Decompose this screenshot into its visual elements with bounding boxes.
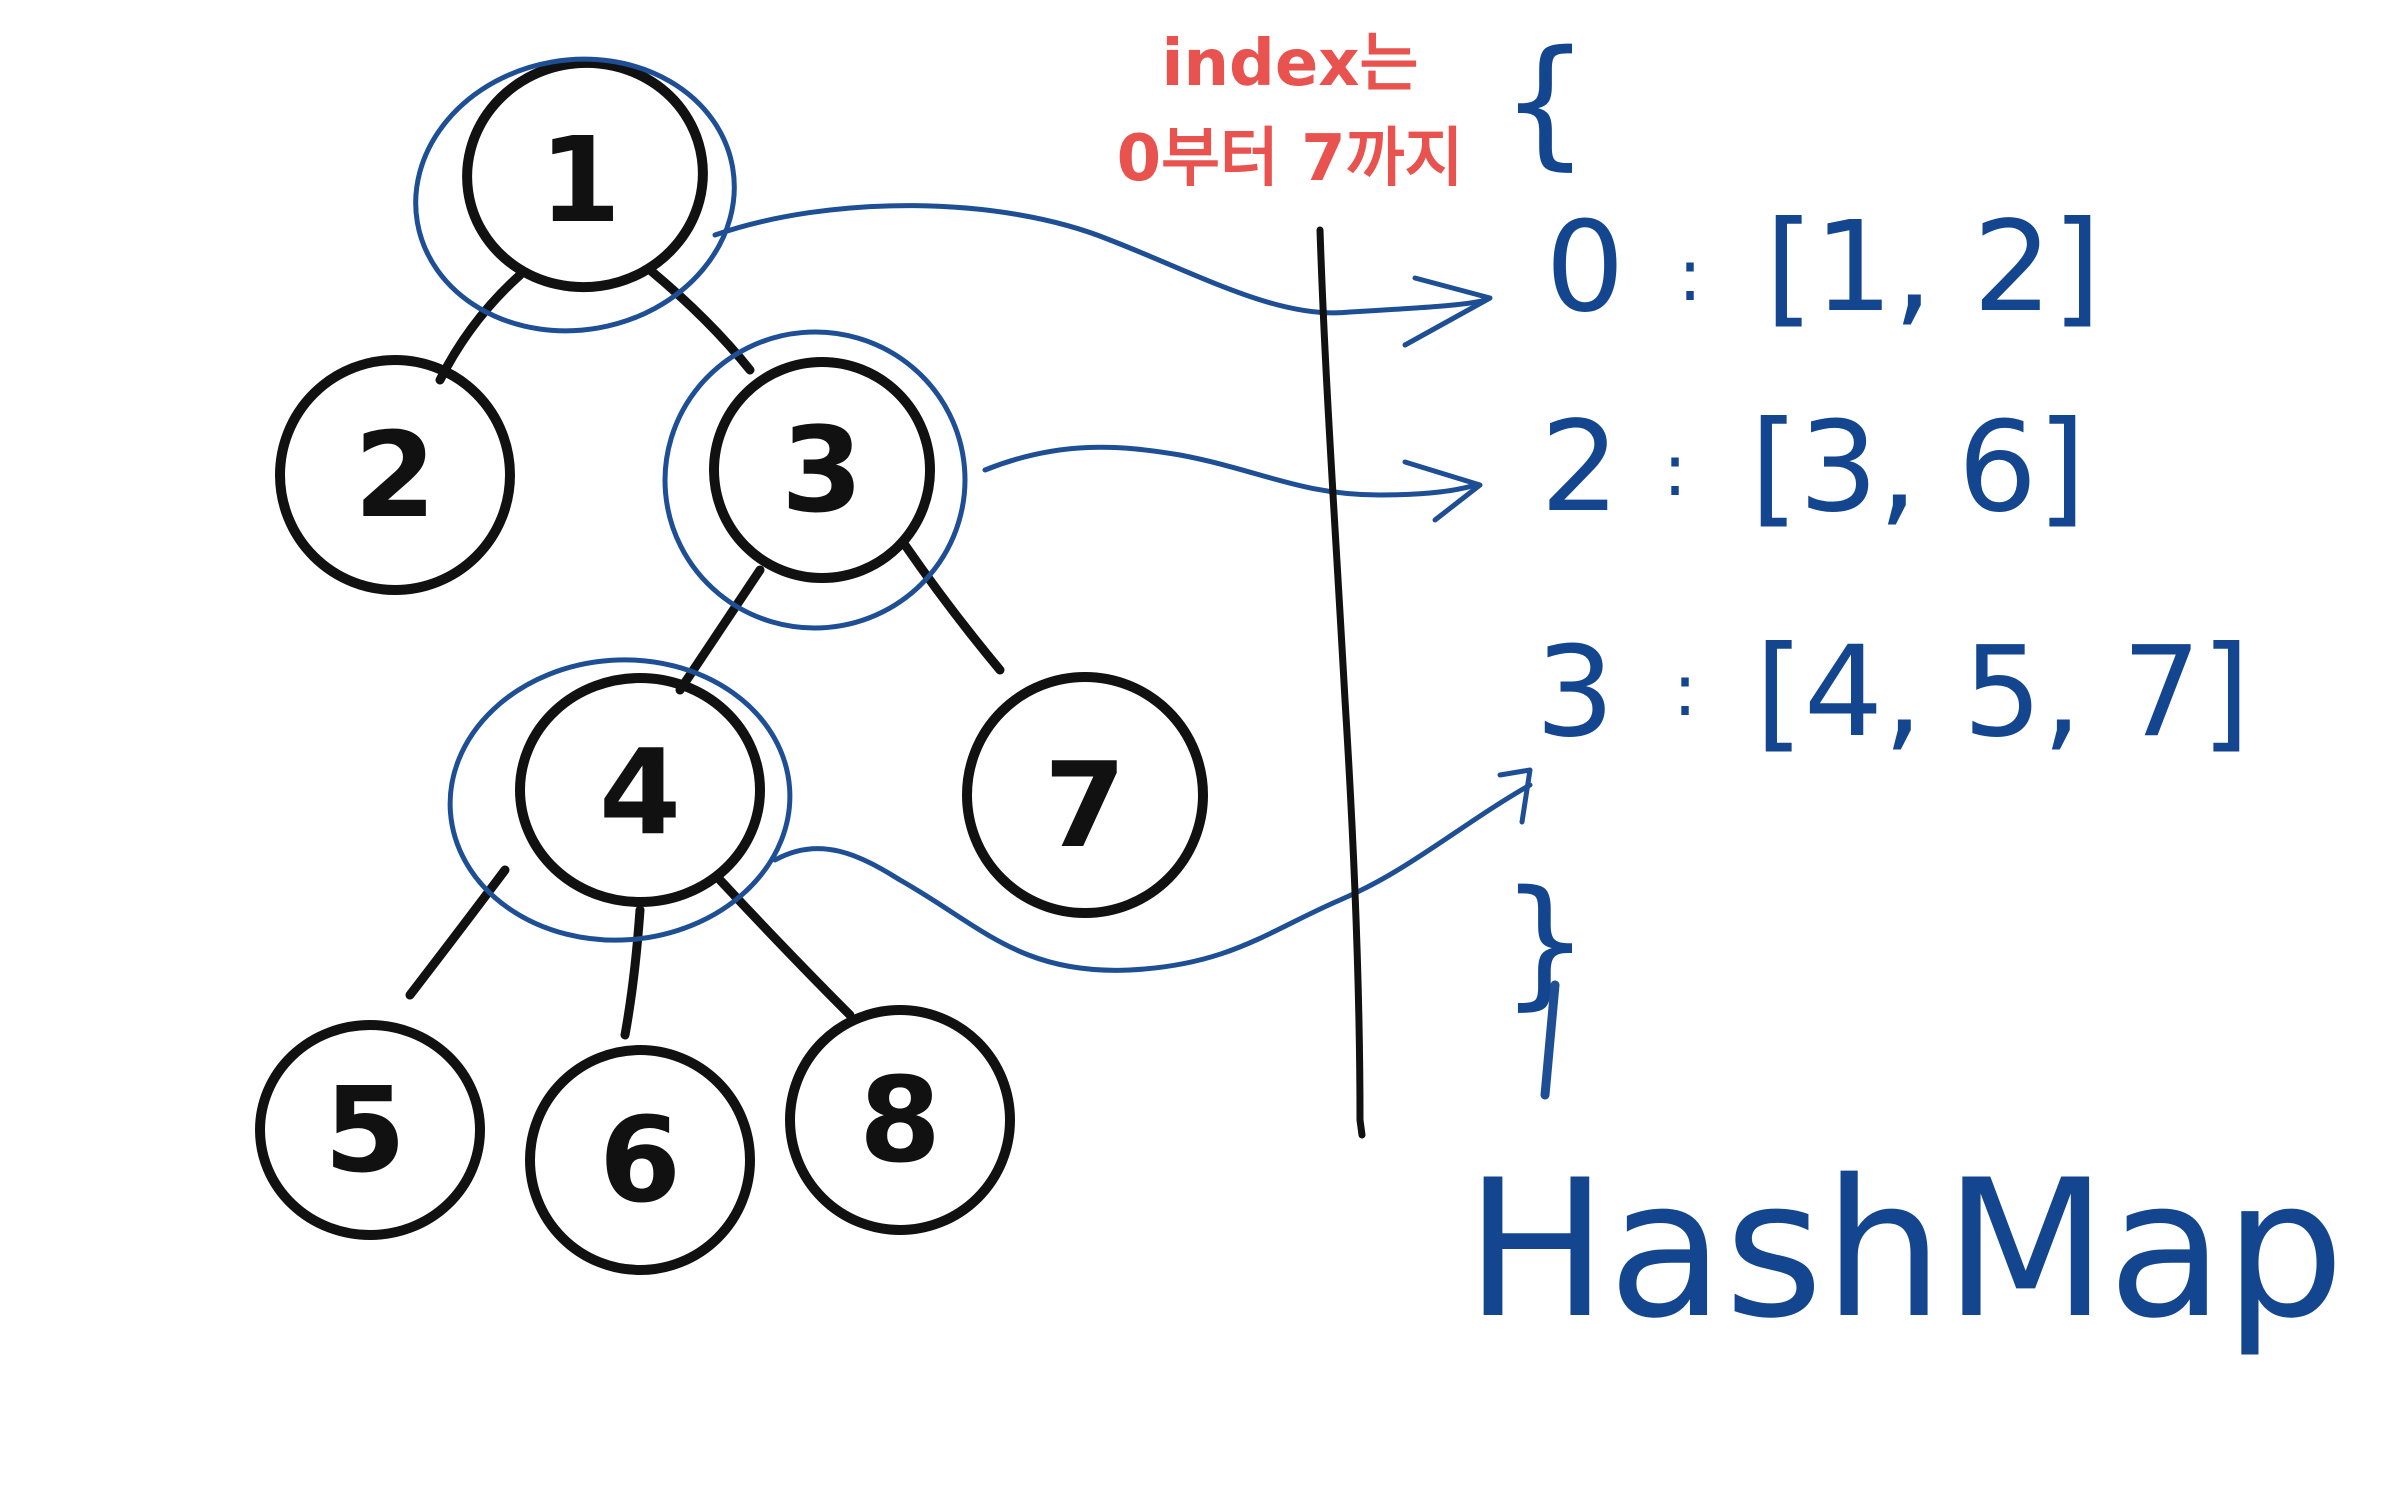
tree-node: 5 [255, 1020, 485, 1240]
node-circle-5 [255, 1020, 485, 1240]
edge-4-8 [715, 875, 855, 1020]
highlight-ring-4 [447, 657, 793, 943]
parent-highlights [413, 56, 968, 943]
node-label-4: 4 [599, 723, 681, 861]
edge-3-4 [675, 565, 765, 695]
edge-1-3 [645, 265, 755, 375]
hashmap-key: 0 [1545, 195, 1625, 340]
tree-node: 7 [962, 672, 1208, 918]
hashmap-entry: 3 : [4, 5, 7] [1535, 620, 2250, 765]
arrowhead-key3 [1497, 767, 1533, 825]
hashmap-separator: : [1663, 428, 1687, 512]
arrow-node3-to-key2 [982, 444, 1478, 498]
hashmap-value: [4, 5, 7] [1755, 620, 2250, 765]
tree-nodes: 1 2 3 4 7 5 6 8 [255, 57, 1208, 1275]
edge-4-6 [620, 905, 645, 1040]
node-circle-2 [275, 355, 515, 595]
hashmap: { 0 : [1, 2] 2 : [3, 6] 3 : [4, 5, 7] } … [1465, 21, 2345, 1360]
hashmap-close-brace: } [1500, 861, 1589, 1024]
index-note-line1: index는 [1162, 27, 1419, 101]
node-label-1: 1 [539, 111, 621, 249]
node-label-6: 6 [599, 1091, 681, 1229]
arrow-node4-to-key3 [772, 782, 1533, 973]
hashmap-title-pointer [1540, 980, 1560, 1100]
hashmap-open-brace: { [1500, 21, 1589, 184]
hashmap-entry: 0 : [1, 2] [1545, 195, 2101, 340]
divider-line [1316, 226, 1366, 1139]
tree-node: 4 [515, 673, 765, 907]
highlight-ring-1 [413, 56, 737, 334]
arrow-node1-to-key0 [712, 203, 1488, 316]
node-circle-6 [525, 1045, 755, 1275]
tree-node: 2 [275, 355, 515, 595]
edge-4-5 [405, 865, 510, 1000]
hashmap-separator: : [1673, 648, 1697, 732]
node-label-7: 7 [1044, 736, 1126, 874]
arrowhead-key0 [1402, 275, 1493, 348]
index-note-line2: 0부터 7까지 [1117, 122, 1464, 196]
highlight-ring-3 [662, 329, 968, 631]
tree-node: 6 [525, 1045, 755, 1275]
node-label-3: 3 [781, 401, 863, 539]
hashmap-value: [1, 2] [1765, 195, 2101, 340]
node-circle-1 [462, 57, 708, 293]
node-circle-3 [709, 357, 935, 583]
hashmap-value: [3, 6] [1750, 395, 2086, 540]
node-label-5: 5 [324, 1061, 406, 1199]
tree-node: 1 [462, 57, 708, 293]
hashmap-title: HashMap [1465, 1139, 2345, 1360]
hashmap-separator: : [1678, 233, 1702, 317]
node-circle-7 [962, 672, 1208, 918]
hashmap-key: 2 [1540, 395, 1620, 540]
node-label-8: 8 [859, 1051, 941, 1189]
node-circle-8 [785, 1005, 1015, 1235]
index-note: index는 0부터 7까지 [1117, 27, 1464, 196]
node-label-2: 2 [354, 406, 436, 544]
tree-node: 3 [709, 357, 935, 583]
arrowhead-key2 [1402, 459, 1483, 523]
node-circle-4 [515, 673, 765, 907]
hashmap-key: 3 [1535, 620, 1615, 765]
tree-node: 8 [785, 1005, 1015, 1235]
hashmap-arrows [712, 203, 1533, 973]
hashmap-entry: 2 : [3, 6] [1540, 395, 2086, 540]
edge-3-7 [900, 540, 1005, 675]
